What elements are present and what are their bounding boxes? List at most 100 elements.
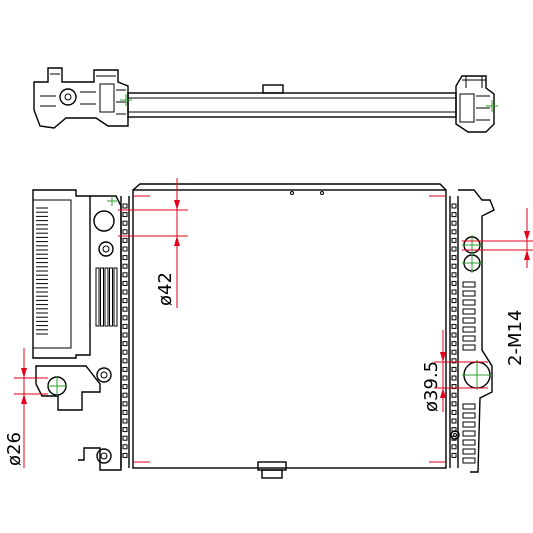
header-strip-hole <box>122 255 128 261</box>
right-header-strip <box>449 196 459 468</box>
core-corner-marks <box>133 195 446 463</box>
left-tank-port-upper <box>93 210 115 232</box>
header-strip-hole <box>451 366 457 372</box>
left-tank <box>32 189 122 471</box>
dimension-label-d42: ø42 <box>155 272 176 306</box>
left-tank-port-small <box>98 241 114 257</box>
header-strip-hole <box>122 418 128 424</box>
header-strip-hole <box>451 272 457 278</box>
header-strip-hole <box>122 332 128 338</box>
header-strip-hole <box>122 323 128 329</box>
header-strip-hole <box>451 203 457 209</box>
header-strip-hole <box>122 341 128 347</box>
tank-slot <box>104 267 109 327</box>
dimension-m14: 2-M14 <box>462 208 533 366</box>
core-top-edge <box>132 183 447 191</box>
header-strip-hole <box>122 298 128 304</box>
header-strip-hole <box>451 306 457 312</box>
header-strip-hole <box>451 246 457 252</box>
header-strip-hole <box>122 229 128 235</box>
header-strip-hole <box>451 349 457 355</box>
header-strip-hole <box>122 263 128 269</box>
header-strip-hole <box>451 401 457 407</box>
header-strip-hole <box>122 401 128 407</box>
header-strip-hole <box>451 341 457 347</box>
header-strip-hole <box>451 237 457 243</box>
tank-slot <box>100 267 104 327</box>
header-strip-hole <box>451 444 457 450</box>
dimension-label-m14: 2-M14 <box>505 310 526 366</box>
top-view-left-tank <box>33 67 132 129</box>
tank-slot <box>113 267 118 327</box>
header-strip-hole <box>122 203 128 209</box>
dimension-d39-5: ø39.5 <box>421 330 488 412</box>
header-strip-hole <box>122 452 128 458</box>
radiator-top-view <box>33 67 498 133</box>
header-strip-hole <box>122 409 128 415</box>
dimension-d26: ø26 <box>4 348 48 468</box>
header-strip-hole <box>122 237 128 243</box>
tank-slot <box>462 326 476 333</box>
tank-slot <box>462 457 476 464</box>
header-strip-hole <box>122 444 128 450</box>
tank-slot <box>462 317 476 324</box>
header-strip-hole <box>122 212 128 218</box>
header-strip-hole <box>451 212 457 218</box>
header-strip-hole <box>122 435 128 441</box>
header-strip-hole <box>122 315 128 321</box>
left-tank-lower-outlet <box>35 365 101 411</box>
header-strip-hole <box>451 263 457 269</box>
dimension-label-d26: ø26 <box>4 432 25 466</box>
header-strip-hole <box>451 409 457 415</box>
tank-slot <box>109 267 113 327</box>
header-strip-hole <box>451 220 457 226</box>
header-strip-hole <box>122 392 128 398</box>
header-strip-hole <box>122 306 128 312</box>
tank-slot <box>462 335 476 342</box>
header-strip-hole <box>122 358 128 364</box>
header-strip-hole <box>122 427 128 433</box>
header-strip-hole <box>451 315 457 321</box>
tank-slot <box>95 267 100 327</box>
top-view-right-tank <box>455 75 498 133</box>
header-strip-hole <box>451 418 457 424</box>
tank-slot <box>462 344 476 351</box>
header-strip-hole <box>451 255 457 261</box>
right-tank-slots <box>462 281 476 464</box>
header-strip-hole <box>122 280 128 286</box>
core-bottom-peg <box>257 461 287 479</box>
tank-slot <box>462 403 476 410</box>
header-strip-hole <box>451 289 457 295</box>
left-tank-fins <box>36 207 48 335</box>
radiator-core <box>132 189 447 469</box>
left-tank-slots <box>95 267 118 327</box>
top-view-center-stud <box>262 84 284 94</box>
top-view-rail <box>127 92 457 118</box>
radiator-front-view: ø42 ø39.5 ø26 2-M14 <box>4 178 533 479</box>
tank-slot <box>462 448 476 455</box>
left-header-strip <box>120 196 130 468</box>
header-strip-hole <box>122 375 128 381</box>
dimension-label-d39-5: ø39.5 <box>421 361 442 412</box>
header-strip-hole <box>122 349 128 355</box>
tank-slot <box>462 412 476 419</box>
header-strip-hole <box>451 323 457 329</box>
tank-slot <box>462 281 476 288</box>
tank-slot <box>462 439 476 446</box>
tank-slot <box>462 290 476 297</box>
header-strip-hole <box>122 272 128 278</box>
header-strip-hole <box>122 366 128 372</box>
tank-slot <box>462 430 476 437</box>
header-strip-hole <box>451 452 457 458</box>
header-strip-hole <box>451 332 457 338</box>
header-strip-hole <box>451 375 457 381</box>
header-strip-hole <box>451 392 457 398</box>
header-strip-hole <box>451 358 457 364</box>
header-strip-hole <box>451 229 457 235</box>
left-tank-drain-plug <box>96 367 112 383</box>
header-strip-hole <box>451 280 457 286</box>
tank-slot <box>462 308 476 315</box>
dimension-d42: ø42 <box>118 178 188 308</box>
header-strip-hole <box>122 220 128 226</box>
